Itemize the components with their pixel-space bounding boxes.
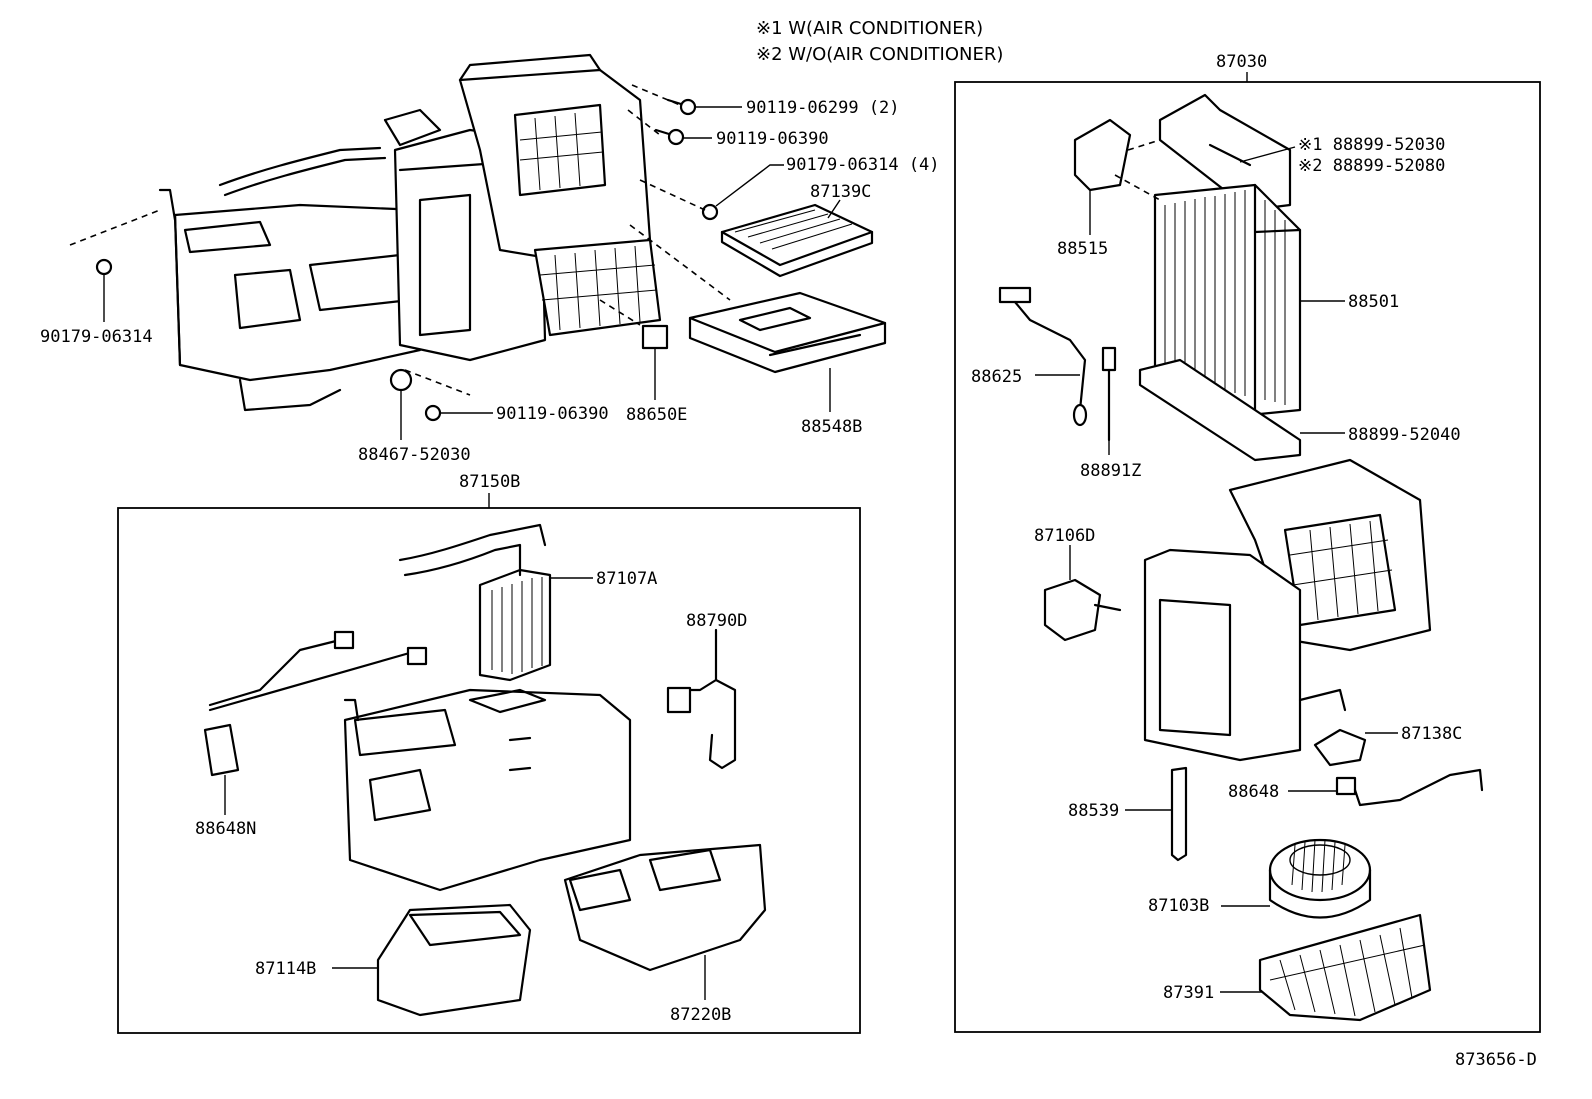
- label-87107A: 87107A: [596, 569, 657, 589]
- heater-unit-frame: [117, 507, 861, 1034]
- label-87220B: 87220B: [670, 1005, 731, 1025]
- heater-unit-title: 87150B: [459, 472, 520, 492]
- bolt-icon: [667, 128, 685, 146]
- label-90119-06390-top: 90119-06390: [716, 129, 829, 149]
- cooling-unit-title: 87030: [1216, 52, 1267, 72]
- label-88899-52080: ※2 88899-52080: [1298, 156, 1445, 176]
- label-88650E: 88650E: [626, 405, 687, 425]
- label-88891Z: 88891Z: [1080, 461, 1141, 481]
- diagram-code: 873656-D: [1455, 1050, 1537, 1070]
- label-88467-52030: 88467-52030: [358, 445, 471, 465]
- label-90179-06314: 90179-06314: [40, 327, 153, 347]
- label-88899-52040: 88899-52040: [1348, 425, 1461, 445]
- nut-icon: [95, 258, 113, 276]
- heater-unit-drawings: [203, 523, 767, 1017]
- filter-case-drawing: [688, 291, 887, 374]
- label-87138C: 87138C: [1401, 724, 1462, 744]
- label-88648N: 88648N: [195, 819, 256, 839]
- label-88899-52030: ※1 88899-52030: [1298, 135, 1445, 155]
- label-88539: 88539: [1068, 801, 1119, 821]
- label-90119-06390-bottom: 90119-06390: [496, 404, 609, 424]
- hvac-assembly-drawing: [158, 53, 662, 412]
- label-90119-06299: 90119-06299 (2): [746, 98, 900, 118]
- nut-icon: [701, 203, 719, 221]
- label-87114B: 87114B: [255, 959, 316, 979]
- air-filter-drawing: [720, 203, 874, 278]
- label-87139C: 87139C: [810, 182, 871, 202]
- holder-icon: [389, 368, 413, 392]
- note-without-ac: ※2 W/O(AIR CONDITIONER): [756, 44, 1003, 65]
- resistor-icon: [641, 324, 669, 350]
- label-88548B: 88548B: [801, 417, 862, 437]
- label-87103B: 87103B: [1148, 896, 1209, 916]
- label-88648: 88648: [1228, 782, 1279, 802]
- label-88625: 88625: [971, 367, 1022, 387]
- label-88790D: 88790D: [686, 611, 747, 631]
- cooling-unit-drawings: [998, 93, 1484, 1022]
- label-88501: 88501: [1348, 292, 1399, 312]
- label-88515: 88515: [1057, 239, 1108, 259]
- bolt-icon: [679, 98, 697, 116]
- cooling-unit-frame: [954, 81, 1541, 1033]
- bolt-icon: [424, 404, 442, 422]
- note-with-ac: ※1 W(AIR CONDITIONER): [756, 18, 983, 39]
- label-87391: 87391: [1163, 983, 1214, 1003]
- label-87106D: 87106D: [1034, 526, 1095, 546]
- label-90179-06314-4: 90179-06314 (4): [786, 155, 940, 175]
